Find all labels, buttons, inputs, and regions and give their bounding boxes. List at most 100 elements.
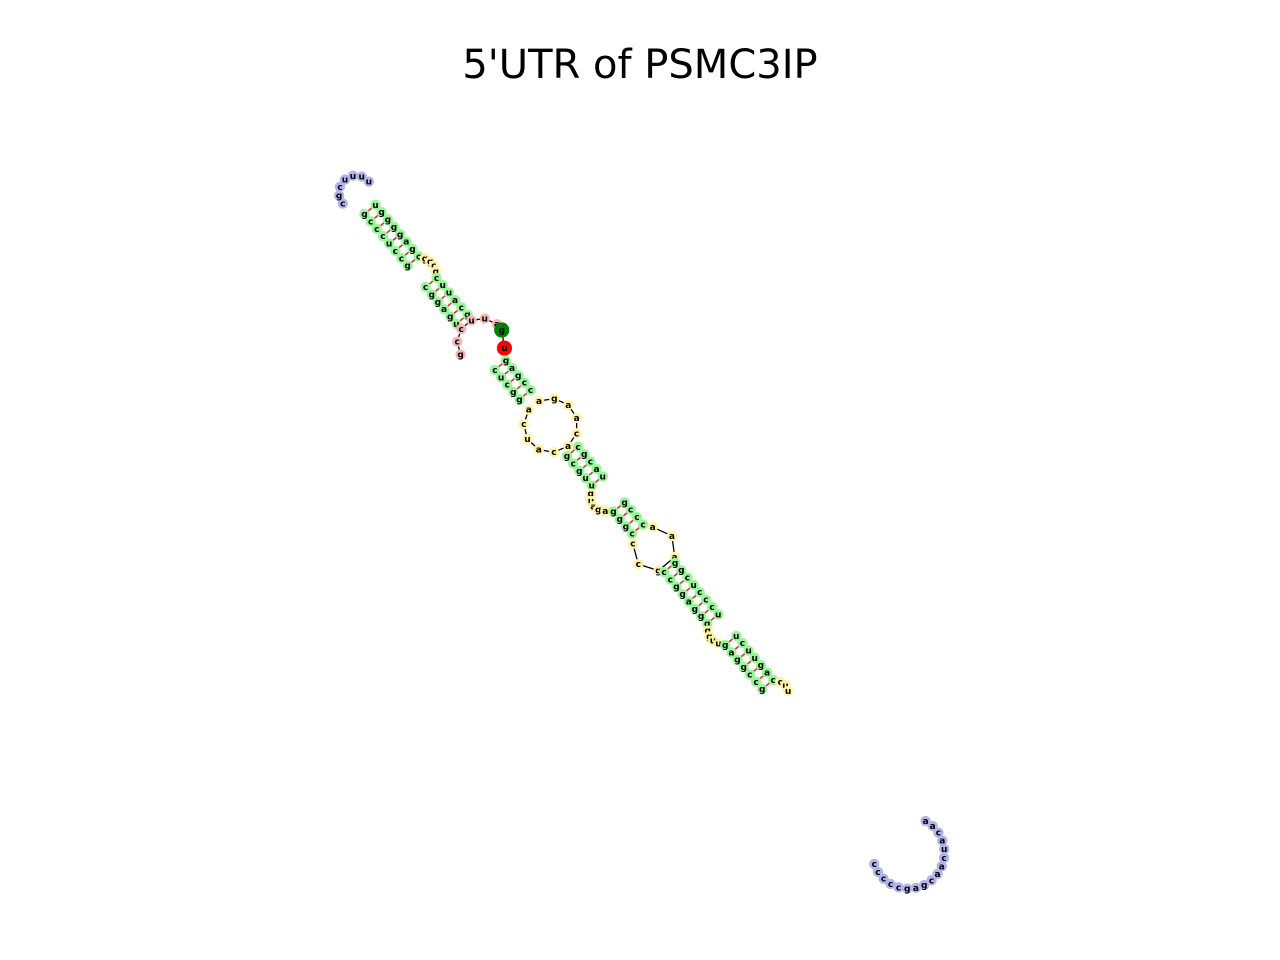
nucleotide-label: u: [745, 647, 751, 657]
nucleotide-label: g: [616, 515, 622, 525]
paired-nucleotide: [749, 652, 760, 664]
hairpin-loop-nucleotide: [872, 866, 884, 878]
paired-nucleotide: [720, 639, 731, 651]
nucleotide-label: g: [734, 656, 740, 666]
nucleotide-label: g: [672, 559, 678, 569]
paired-nucleotide: [620, 521, 632, 532]
nucleotide-label: c: [888, 880, 893, 890]
nucleotide-label: g: [336, 192, 342, 202]
hairpin-loop-nucleotide: [933, 827, 944, 838]
multiloop-nucleotide: [451, 336, 463, 347]
paired-nucleotide: [586, 480, 597, 491]
paired-nucleotide: [665, 574, 676, 585]
nucleotide-label: u: [715, 610, 721, 620]
nucleotide-label: c: [521, 420, 526, 430]
hairpin-loop-nucleotide: [910, 882, 922, 894]
nucleotide-label: g: [679, 590, 685, 600]
loop-nucleotide: [571, 428, 582, 439]
nucleotide-label: u: [588, 482, 594, 492]
nucleotide-label: g: [551, 395, 557, 405]
nucleotide-label: u: [690, 581, 696, 591]
paired-nucleotide: [597, 471, 608, 482]
nucleotide-label: g: [759, 685, 765, 695]
paired-nucleotide: [437, 280, 448, 291]
paired-nucleotide: [580, 472, 591, 484]
loop-nucleotide: [549, 393, 560, 404]
nucleotide-label: g: [673, 583, 679, 593]
nucleotide-label: a: [509, 364, 515, 374]
paired-nucleotide: [388, 221, 400, 233]
paired-nucleotide: [402, 260, 413, 271]
hairpin-loop-nucleotide: [333, 190, 345, 201]
nucleotide-label: g: [595, 506, 601, 516]
loop-nucleotide: [782, 685, 794, 697]
paired-nucleotide: [608, 506, 619, 517]
nucleotide-label: a: [574, 414, 580, 424]
paired-nucleotide: [671, 581, 682, 592]
nucleotide-label: c: [368, 217, 373, 227]
nucleotide-label: c: [505, 381, 510, 391]
nucleotide-label: g: [621, 498, 627, 508]
nucleotide-label: c: [340, 200, 345, 210]
paired-nucleotide: [755, 660, 767, 671]
nucleotide-label: c: [522, 379, 527, 389]
hairpin-loop-nucleotide: [918, 879, 930, 891]
loop-nucleotide: [563, 399, 574, 411]
nucleotide-label: c: [703, 596, 708, 606]
loop-nucleotide: [533, 395, 545, 407]
loop-nucleotide: [562, 440, 574, 452]
nucleotide-label: g: [740, 663, 746, 673]
paired-nucleotide: [591, 463, 602, 475]
nucleotide-label: c: [380, 232, 385, 242]
paired-nucleotide: [688, 579, 699, 591]
paired-nucleotide: [706, 601, 718, 613]
nucleotide-label: u: [358, 173, 364, 183]
multiloop-nucleotide: [456, 323, 467, 335]
nucleotide-label: c: [374, 225, 379, 235]
nucleotide-label: a: [452, 296, 458, 306]
nucleotide-label: g: [564, 452, 570, 462]
nucleotide-label: g: [758, 661, 764, 671]
paired-nucleotide: [396, 253, 407, 264]
nucleotide-label: u: [440, 281, 446, 291]
nucleotide-label: c: [630, 540, 635, 550]
paired-nucleotide: [574, 465, 585, 477]
nucleotide-label: u: [752, 654, 758, 664]
hairpin-loop-nucleotide: [937, 835, 948, 846]
nucleotide-label: u: [453, 320, 459, 330]
nucleotide-label: a: [565, 442, 571, 452]
paired-nucleotide: [561, 450, 573, 462]
paired-nucleotide: [383, 238, 395, 249]
paired-nucleotide: [694, 587, 705, 598]
loop-nucleotide: [633, 558, 644, 570]
nucleotide-label: c: [528, 386, 533, 396]
paired-nucleotide: [508, 386, 519, 398]
nucleotide-label: c: [709, 603, 714, 613]
nucleotide-label: c: [551, 448, 556, 458]
paired-nucleotide: [631, 511, 643, 523]
hairpin-loop-nucleotide: [869, 858, 880, 870]
paired-nucleotide: [567, 458, 579, 469]
paired-nucleotide: [726, 647, 737, 658]
paired-nucleotide: [519, 377, 530, 388]
nucleotide-label: c: [454, 338, 459, 348]
paired-nucleotide: [676, 564, 687, 576]
nucleotide-label: a: [594, 465, 600, 475]
paired-nucleotide: [456, 302, 467, 313]
multiloop-nucleotide: [466, 315, 477, 326]
paired-nucleotide: [431, 272, 442, 284]
nucleotide-label: u: [366, 178, 372, 188]
nucleotide-label: g: [432, 267, 438, 277]
nucleotide-label: c: [393, 247, 398, 257]
paired-nucleotide: [626, 528, 638, 539]
paired-nucleotide: [700, 594, 712, 605]
nucleotide-label: g: [692, 605, 698, 615]
nucleotide-label: a: [669, 532, 675, 542]
nucleotide-label: g: [610, 508, 616, 518]
nucleotide-label: a: [923, 817, 929, 827]
nucleotide-label: g: [503, 357, 509, 367]
paired-nucleotide: [625, 504, 636, 515]
nucleotide-label: g: [391, 223, 397, 233]
nucleotide-label: u: [372, 201, 378, 211]
nucleotide-label: a: [650, 523, 656, 533]
